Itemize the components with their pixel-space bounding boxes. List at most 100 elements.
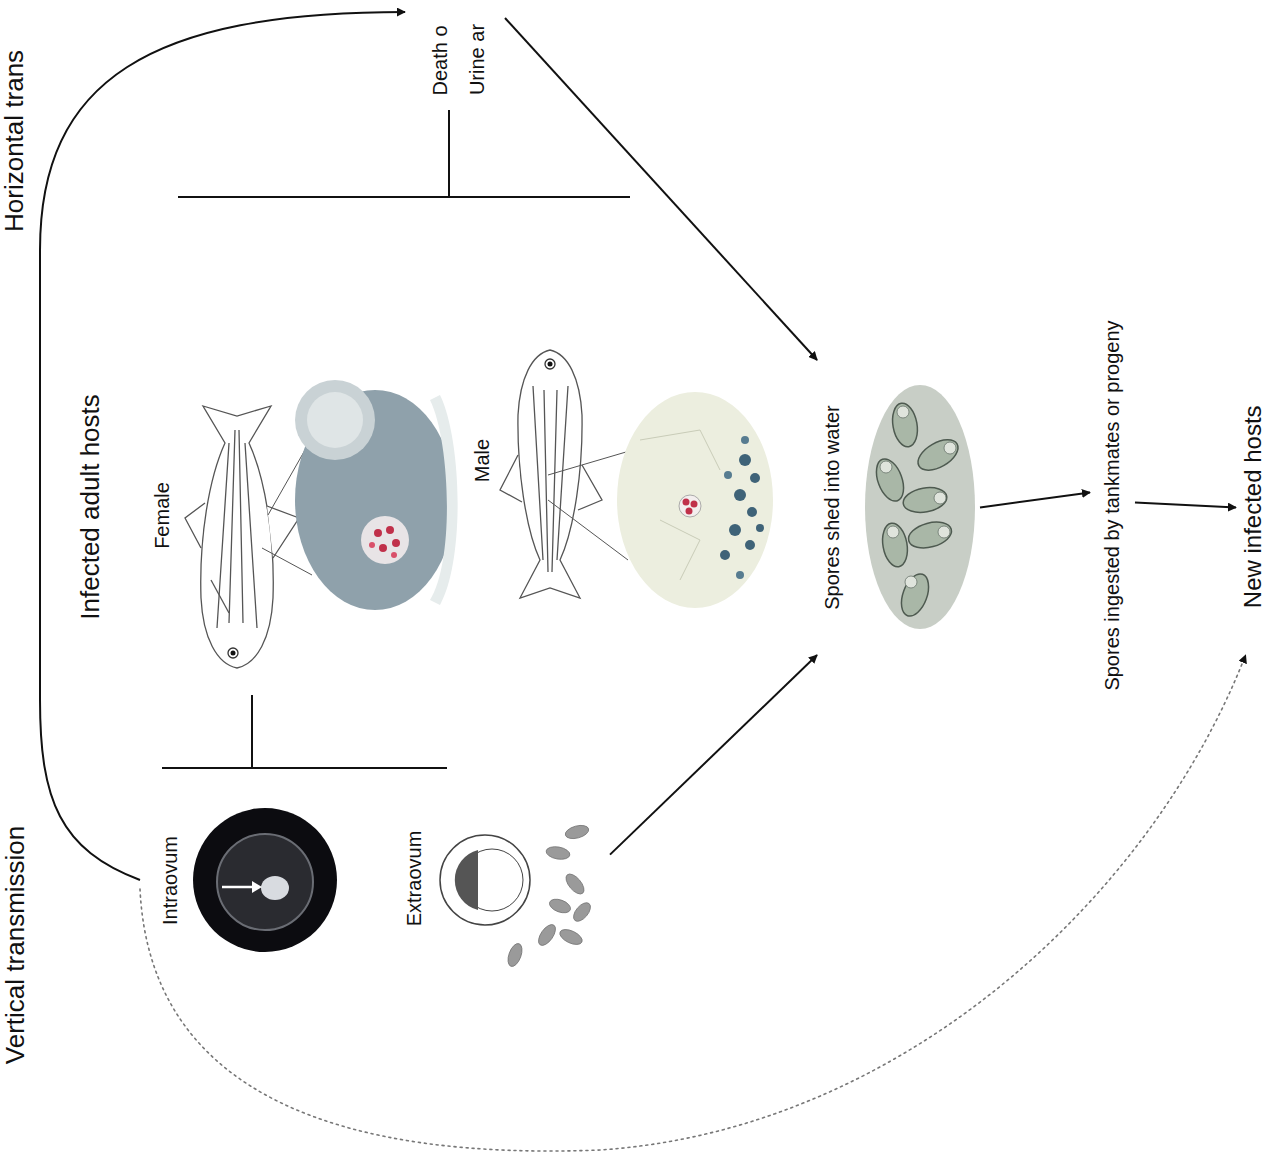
egg-drawing bbox=[548, 897, 573, 916]
egg-photo bbox=[261, 876, 289, 900]
testis-histology bbox=[724, 471, 732, 479]
female-fish bbox=[185, 406, 299, 668]
egg-photo bbox=[222, 886, 255, 889]
testis-histology bbox=[617, 392, 773, 608]
ovary-histology bbox=[295, 380, 458, 610]
bracket bbox=[162, 767, 447, 769]
ovary-histology bbox=[430, 395, 458, 605]
egg-photo bbox=[193, 808, 337, 952]
egg-drawing bbox=[563, 871, 588, 897]
spore-micrograph bbox=[906, 518, 955, 553]
spore-micrograph bbox=[887, 526, 899, 538]
leader-line bbox=[262, 548, 312, 575]
egg-drawing bbox=[455, 850, 478, 910]
testis-histology bbox=[640, 430, 720, 580]
spore-micrograph bbox=[879, 521, 910, 568]
stage-node: Extraovum bbox=[395, 790, 610, 980]
spore-micrograph bbox=[871, 455, 909, 505]
spore-micrograph bbox=[865, 385, 975, 629]
ovary-histology bbox=[361, 516, 409, 564]
bracket bbox=[178, 196, 630, 198]
testis-histology bbox=[734, 489, 746, 501]
flow-arrow bbox=[1135, 503, 1236, 508]
egg-drawing bbox=[545, 845, 571, 861]
spore-micrograph bbox=[880, 461, 892, 473]
stage-node: New infected hosts bbox=[1236, 360, 1268, 655]
egg-drawing bbox=[570, 900, 593, 925]
flow-arrow bbox=[40, 12, 405, 880]
ovary-histology bbox=[369, 542, 375, 548]
spore-micrograph bbox=[901, 484, 948, 515]
testis-histology bbox=[750, 473, 760, 483]
flow-arrow bbox=[980, 492, 1090, 507]
egg-drawing bbox=[440, 835, 530, 925]
stage-node: Intraovum bbox=[140, 790, 350, 970]
label-text: Infected adult hosts bbox=[75, 394, 105, 619]
spore-micrograph bbox=[871, 401, 963, 620]
testis-histology bbox=[617, 392, 773, 608]
egg-drawing bbox=[505, 823, 593, 968]
label-text: Female bbox=[150, 482, 173, 549]
node-text: Intraovum bbox=[158, 836, 181, 925]
spore-micrograph bbox=[905, 576, 917, 588]
testis-histology bbox=[747, 507, 757, 517]
egg-photo bbox=[193, 808, 337, 952]
bracket bbox=[251, 695, 253, 768]
egg-drawing bbox=[558, 926, 585, 947]
node-text: Death o bbox=[429, 25, 452, 95]
testis-histology bbox=[683, 499, 690, 506]
ovary-histology bbox=[307, 392, 363, 448]
spore-micrograph bbox=[889, 401, 920, 448]
spore-micrograph bbox=[880, 406, 956, 588]
female-fish bbox=[267, 506, 299, 558]
male-fish bbox=[545, 359, 555, 369]
spore-micrograph bbox=[865, 385, 975, 629]
male-fish bbox=[548, 362, 553, 367]
node-text: Urine ar bbox=[466, 24, 489, 95]
testis-histology bbox=[729, 524, 741, 536]
egg-drawing bbox=[535, 922, 559, 949]
bracket bbox=[162, 110, 630, 768]
spore-micrograph bbox=[938, 526, 950, 538]
male-fish bbox=[500, 455, 522, 502]
label-text: Horizontal trans bbox=[0, 50, 30, 232]
spore-micrograph bbox=[934, 492, 946, 504]
spore-micrograph bbox=[896, 570, 934, 620]
testis-histology bbox=[720, 550, 730, 560]
ovary-histology bbox=[392, 539, 400, 547]
male-fish bbox=[578, 465, 602, 510]
leader-line bbox=[548, 452, 626, 475]
flow-arrow bbox=[610, 655, 817, 855]
egg-photo bbox=[252, 881, 262, 893]
stage-node: Death o Urine ar bbox=[405, 0, 505, 100]
spore-micrograph bbox=[944, 442, 956, 454]
ovary-histology bbox=[391, 552, 397, 558]
testis-histology bbox=[679, 495, 701, 517]
spore-micrograph bbox=[913, 434, 963, 477]
egg-drawing bbox=[564, 823, 590, 841]
label-text: Male bbox=[471, 438, 494, 481]
node-text: Spores shed into water bbox=[820, 405, 843, 610]
female-fish bbox=[217, 430, 257, 628]
ovary-histology bbox=[386, 526, 394, 534]
testis-histology bbox=[736, 571, 744, 579]
ovary-histology bbox=[295, 390, 455, 610]
leader-line bbox=[548, 500, 628, 560]
female-fish bbox=[185, 503, 205, 548]
female-fish bbox=[231, 651, 236, 656]
ovary-histology bbox=[379, 544, 387, 552]
ovary-histology bbox=[295, 380, 375, 460]
testis-histology bbox=[741, 436, 749, 444]
ovary-histology bbox=[374, 529, 382, 537]
stage-node: Spores shed into water bbox=[812, 360, 980, 655]
spore-micrograph bbox=[897, 406, 909, 418]
testis-histology bbox=[756, 524, 764, 532]
label-text: Vertical transmission bbox=[1, 826, 31, 1064]
dotted-arrow bbox=[140, 655, 1246, 1151]
testis-histology bbox=[739, 454, 751, 466]
bracket bbox=[448, 110, 450, 197]
testis-histology bbox=[686, 508, 693, 515]
testis-histology bbox=[745, 540, 755, 550]
node-text: Spores ingested by tankmates or progeny bbox=[1101, 320, 1124, 690]
